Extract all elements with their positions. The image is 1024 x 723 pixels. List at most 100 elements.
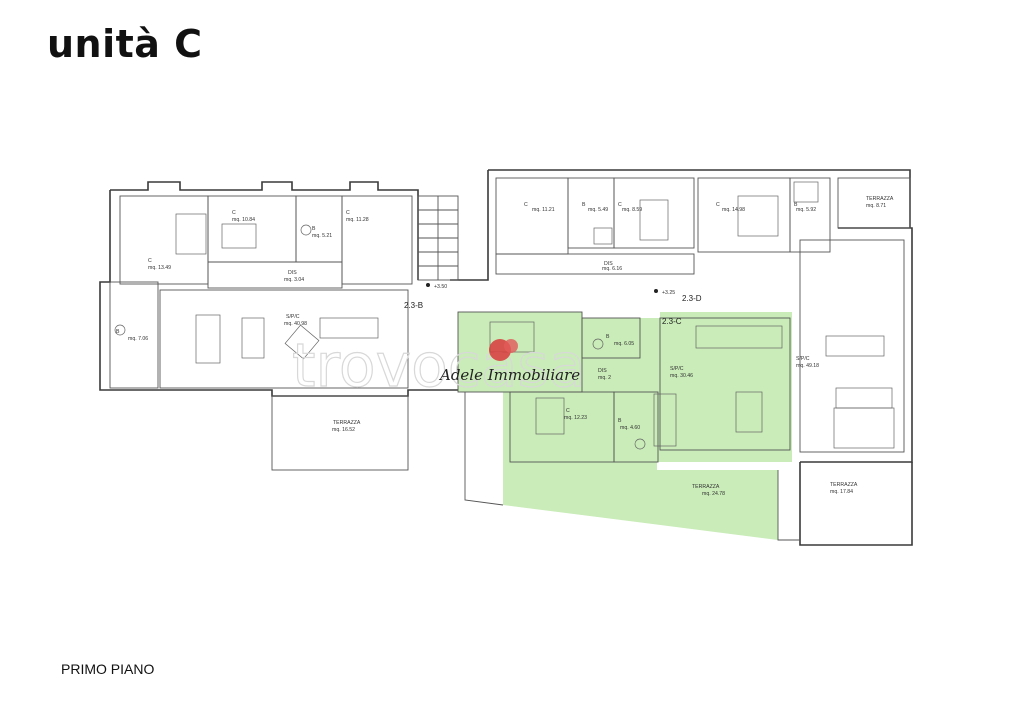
room-b2-box (109, 281, 159, 389)
dining-table-1 (241, 317, 265, 359)
label-c7-area: mq. 12.23 (564, 415, 587, 421)
label-c2-area: mq. 10.84 (232, 217, 255, 223)
label-b2-name: B (116, 329, 120, 335)
label-c2-name: C (232, 210, 236, 216)
room-dis2-box (495, 253, 695, 275)
label-b6-area: mq. 4.60 (620, 425, 640, 431)
section-tags: 2.3-B 2.3-C 2.3-D +3.50 +3.25 (404, 283, 702, 326)
label-c3-name: C (346, 210, 350, 216)
room-soggiorno1-box (159, 289, 409, 389)
bed-6 (535, 397, 565, 435)
label-soggiorno1-area: mq. 40.98 (284, 321, 307, 327)
label-dis3-area: mq. 2 (598, 375, 611, 381)
bed-1 (175, 213, 207, 255)
wall-top-right (488, 169, 911, 228)
room-b3-box (567, 177, 615, 249)
label-terrazza1-name: TERRAZZA (333, 420, 361, 426)
label-b5-name: B (606, 334, 610, 340)
room-b5-box (581, 317, 641, 359)
shower-1 (793, 181, 819, 203)
page-title: unità C (47, 22, 203, 66)
dining-table-2 (735, 391, 763, 433)
staircase (417, 195, 459, 281)
unit-c-interior (458, 312, 792, 470)
label-c4-name: C (524, 202, 528, 208)
watermark: trovocasa (292, 331, 586, 401)
dining-table-3 (825, 335, 885, 357)
label-soggiorno2-name: S/P/C (670, 366, 684, 372)
unit-c-rooms (457, 311, 791, 463)
rug-3 (833, 407, 895, 449)
toilet-1 (300, 224, 312, 236)
room-soggiorno2-box (659, 317, 791, 451)
label-dis2-area: mq. 6.16 (602, 266, 622, 272)
room-c6-box (697, 177, 791, 253)
armchair-1 (284, 324, 320, 360)
label-b2-area: mq. 7.06 (128, 336, 148, 342)
label-c1-area: mq. 13.49 (148, 265, 171, 271)
label-b1-name: B (312, 226, 316, 232)
terrazza2-box (837, 177, 911, 229)
label-terrazza2-area: mq. 8.71 (866, 203, 886, 209)
label-dis1-name: DIS (288, 270, 297, 276)
sofa-1 (319, 317, 379, 339)
shower-2 (593, 227, 613, 245)
left-apartment (109, 195, 413, 471)
label-c3-area: mq. 11.28 (346, 217, 369, 223)
wall-stair-right (450, 170, 489, 281)
wall-top-left (110, 181, 419, 280)
label-c1-name: C (148, 258, 152, 264)
agency-logo: Adele Immobiliare (438, 339, 580, 384)
bed-3 (639, 199, 669, 241)
wall-terrace-right (799, 462, 913, 546)
terrazza1-box (271, 395, 409, 471)
right-apartment (799, 239, 905, 453)
agency-signature: Adele Immobiliare (438, 366, 580, 384)
room-b4-box (789, 177, 831, 253)
label-c6-name: C (716, 202, 720, 208)
terrace-edge-right (777, 470, 800, 541)
tag-2-3-b: 2.3-B (404, 301, 423, 310)
label-terrazza4-name: TERRAZZA (830, 482, 858, 488)
label-c5-area: mq. 8.59 (622, 207, 642, 213)
bed-4 (737, 195, 779, 237)
label-soggiorno3-area: mq. 49.18 (796, 363, 819, 369)
room-labels: C mq. 13.49 C mq. 10.84 B mq. 5.21 C mq.… (116, 196, 894, 497)
room-b6-box (613, 391, 659, 463)
label-terrazza1-area: mq. 16.52 (332, 427, 355, 433)
label-dis3-name: DIS (598, 368, 607, 374)
label-terrazza3-area: mq. 24.78 (702, 491, 725, 497)
label-c4-area: mq. 11.21 (532, 207, 555, 213)
room-c5-box (613, 177, 695, 249)
sofa-3 (835, 387, 893, 409)
label-b3-area: mq. 5.49 (588, 207, 608, 213)
room-c4-box (495, 177, 569, 255)
label-b4-name: B (794, 202, 798, 208)
unit-c-highlight (458, 312, 792, 540)
table-1 (195, 314, 221, 364)
logo-flower-petal-icon (504, 339, 518, 353)
room-soggiorno3-box (799, 239, 905, 453)
toilet-2 (114, 324, 126, 336)
label-terrazza4-area: mq. 17.84 (830, 489, 853, 495)
label-b1-area: mq. 5.21 (312, 233, 332, 239)
bed-2 (221, 223, 257, 249)
label-c5-name: C (618, 202, 622, 208)
room-dis1-box (207, 261, 343, 289)
label-terrazza3-name: TERRAZZA (692, 484, 720, 490)
label-soggiorno2-area: mq. 30.46 (670, 373, 693, 379)
label-soggiorno1-name: S/P/C (286, 314, 300, 320)
level-marker-left (426, 283, 430, 287)
level-right: +3.25 (662, 290, 675, 296)
room-c3-box (341, 195, 413, 285)
sofa-2 (653, 393, 677, 447)
wall-left (99, 190, 458, 397)
terrace-edge-left (464, 392, 504, 506)
wall-right (800, 227, 913, 463)
toilet-3 (592, 338, 604, 350)
level-marker-right (654, 289, 658, 293)
level-left: +3.50 (434, 284, 447, 290)
label-soggiorno3-name: S/P/C (796, 356, 810, 362)
label-dis1-area: mq. 3.04 (284, 277, 304, 283)
